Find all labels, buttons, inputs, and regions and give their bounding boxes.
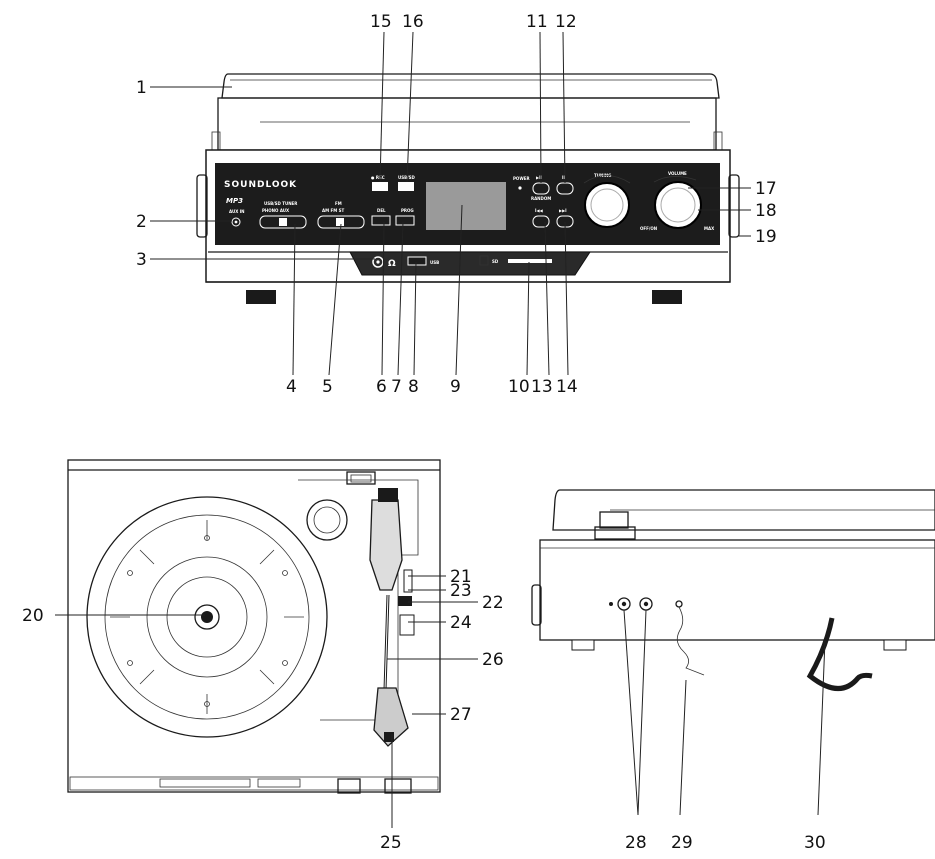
callout-6: 6 — [376, 377, 387, 397]
platter — [86, 496, 328, 738]
callout-23: 23 — [450, 581, 472, 601]
sd-card-slot[interactable] — [508, 259, 552, 263]
callout-9: 9 — [450, 377, 461, 397]
callout-27: 27 — [450, 705, 472, 725]
svg-text:DEL: DEL — [377, 208, 386, 213]
front-jack-recess — [349, 251, 591, 276]
tonearm-lift-lever[interactable] — [403, 569, 413, 593]
svg-text:II: II — [562, 175, 565, 180]
callout-28: 28 — [625, 833, 647, 853]
turntable-body-top — [217, 97, 717, 151]
callout-4: 4 — [286, 377, 297, 397]
callout-25: 25 — [380, 833, 402, 853]
rec-button[interactable] — [372, 182, 388, 191]
needle — [384, 732, 394, 742]
front-foot-right — [652, 290, 682, 304]
tonearm-lock[interactable] — [398, 596, 412, 606]
svg-text:OFF/ON: OFF/ON — [640, 226, 657, 231]
callout-2: 2 — [136, 212, 147, 232]
callout-21: 21 — [450, 567, 472, 587]
tonearm-rest — [399, 614, 415, 636]
brand-logo: SOUNDLOOK — [224, 180, 297, 190]
callout-26: 26 — [482, 650, 504, 670]
callout-18: 18 — [755, 201, 777, 221]
fm-antenna-terminal[interactable] — [675, 600, 683, 608]
svg-text:VOLUME: VOLUME — [668, 171, 687, 176]
svg-text:AM FM ST: AM FM ST — [322, 208, 344, 213]
svg-text:POWER: POWER — [513, 176, 530, 181]
callout-30: 30 — [804, 833, 826, 853]
lcd-display — [426, 182, 506, 230]
callout-13: 13 — [531, 377, 553, 397]
rear-dust-cover — [552, 489, 935, 531]
rear-foot-right — [883, 639, 907, 651]
callout-7: 7 — [391, 377, 402, 397]
aux-in-label: AUX IN — [229, 209, 245, 214]
callout-15: 15 — [370, 12, 392, 32]
callout-14: 14 — [556, 377, 578, 397]
tuning-knob[interactable] — [584, 182, 630, 228]
prog-button[interactable] — [395, 215, 415, 226]
callout-24: 24 — [450, 613, 472, 633]
svg-text:SD: SD — [492, 259, 499, 264]
volume-knob[interactable] — [654, 181, 702, 229]
rear-foot-left — [571, 639, 595, 651]
front-foot-left — [246, 290, 276, 304]
callout-8: 8 — [408, 377, 419, 397]
usb-sd-button[interactable] — [398, 182, 414, 191]
svg-text:● REC: ● REC — [371, 175, 385, 180]
cartridge — [373, 687, 409, 747]
callout-19: 19 — [755, 227, 777, 247]
callout-29: 29 — [671, 833, 693, 853]
fm-antenna-wire — [676, 606, 705, 676]
callout-10: 10 — [508, 377, 530, 397]
svg-text:USB: USB — [430, 260, 439, 265]
svg-text:I◀◀: I◀◀ — [535, 208, 544, 213]
svg-text:Ω: Ω — [388, 259, 396, 269]
callout-11: 11 — [526, 12, 548, 32]
rear-body — [539, 539, 935, 641]
dust-cover — [221, 73, 720, 99]
svg-text:MAX: MAX — [704, 226, 714, 231]
callout-16: 16 — [402, 12, 424, 32]
spindle-adapter[interactable] — [201, 611, 213, 623]
power-cord — [806, 617, 873, 691]
power-indicator — [518, 186, 522, 190]
tonearm-base — [369, 499, 403, 591]
callout-22: 22 — [482, 593, 504, 613]
svg-text:▶▶I: ▶▶I — [559, 208, 567, 213]
leader-lines — [55, 31, 826, 828]
mp3-logo: MP3 — [226, 197, 243, 205]
callout-numbers: 1 2 3 4 5 6 7 8 9 10 13 14 15 16 11 12 1… — [22, 12, 826, 853]
callout-1: 1 — [136, 78, 147, 98]
front-view: SOUNDLOOK MP3 AUX IN USB/SD TUNER PHONO … — [196, 73, 740, 304]
del-button[interactable] — [371, 215, 391, 226]
rear-view — [531, 489, 935, 691]
svg-text:FM: FM — [335, 201, 342, 206]
aux-in-jack[interactable] — [231, 217, 241, 227]
usb-port[interactable] — [407, 256, 427, 266]
svg-text:USB/SD TUNER: USB/SD TUNER — [264, 201, 297, 206]
callout-3: 3 — [136, 250, 147, 270]
callout-17: 17 — [755, 179, 777, 199]
callout-12: 12 — [555, 12, 577, 32]
svg-text:PHONO AUX: PHONO AUX — [262, 208, 289, 213]
top-view — [67, 459, 441, 794]
callout-20: 20 — [22, 606, 44, 626]
callout-5: 5 — [322, 377, 333, 397]
top-view-body — [67, 459, 441, 793]
svg-text:RANDOM: RANDOM — [531, 196, 551, 201]
prev-button[interactable] — [532, 215, 550, 228]
svg-text:▶II: ▶II — [536, 175, 543, 180]
svg-text:PROG: PROG — [401, 208, 414, 213]
45rpm-adapter[interactable] — [306, 499, 348, 541]
